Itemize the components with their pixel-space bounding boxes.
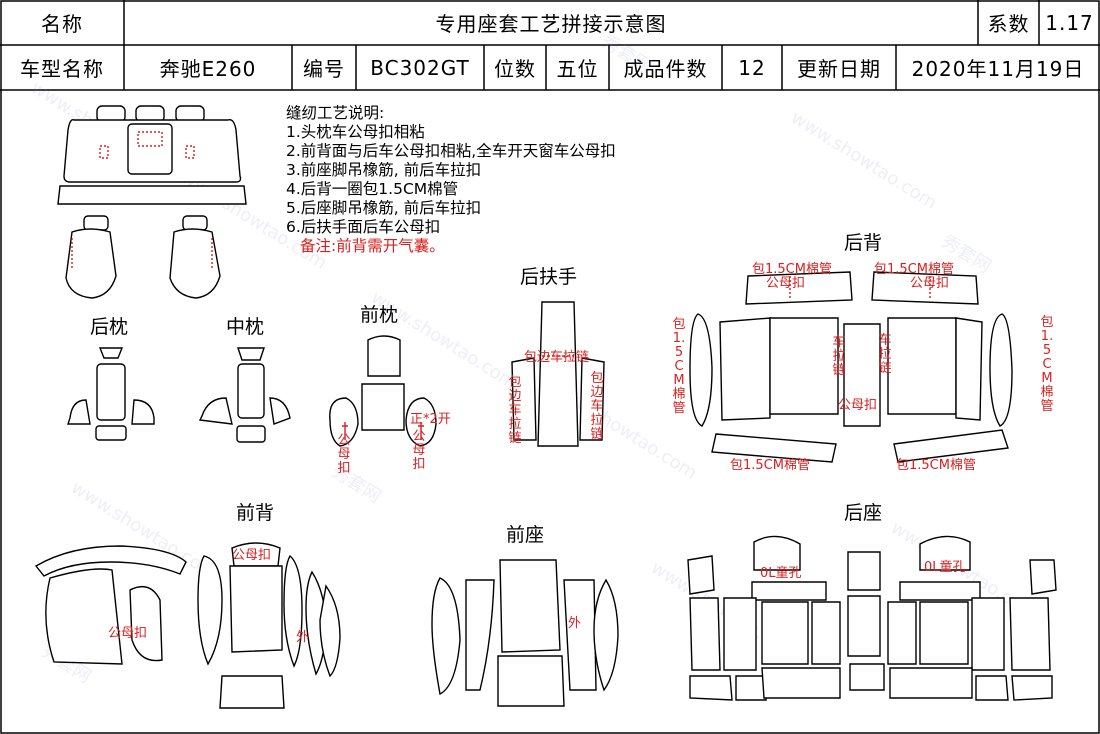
annotation-label: 公母扣 — [766, 276, 806, 291]
annotation-label: 外 — [568, 616, 582, 631]
annotation-label: 包1.5CM棉管 — [874, 262, 954, 277]
code-label: 编号 — [303, 57, 345, 81]
section-rear-seat: 后座 — [844, 502, 883, 524]
note-item: 4.后背一圈包1.5CM棉管 — [286, 180, 459, 198]
front-back-drawing — [34, 542, 341, 709]
annotation-label: 包1.5CM棉管 — [896, 458, 976, 473]
name-label: 名称 — [41, 12, 83, 36]
notes-remark: 备注:前背需开气囊。 — [300, 237, 445, 255]
annotation-label: 0L童孔 — [760, 566, 802, 581]
annotation-label: 公母扣 — [232, 548, 272, 563]
annotation-label: 包1.5CM棉管 — [730, 458, 810, 473]
annotation-label: 0L童孔 — [924, 560, 966, 575]
annotation-label: 包1.5CM棉管 — [1040, 315, 1054, 414]
section-middle-headrest: 中枕 — [226, 316, 265, 338]
annotation-label: 包1.5CM棉管 — [752, 262, 832, 277]
model-value: 奔驰E260 — [159, 57, 257, 81]
coefficient-value: 1.17 — [1045, 10, 1094, 35]
annotation-label: 公母扣 — [910, 276, 950, 291]
model-label: 车型名称 — [20, 57, 104, 81]
annotation-label: 公母扣 — [337, 433, 351, 476]
annotation-label: 公母扣 — [412, 429, 426, 472]
annotation-label: 包边车拉链 — [524, 350, 590, 365]
rear-armrest-drawing — [511, 301, 605, 447]
rear-headrest-drawing — [67, 347, 155, 441]
rear-seat-drawing — [687, 535, 1057, 701]
section-rear-back: 后背 — [844, 232, 883, 254]
pieces-label: 成品件数 — [623, 57, 708, 81]
rear-back-drawing — [689, 271, 1013, 463]
seats-label: 位数 — [494, 57, 536, 81]
note-item: 5.后座脚吊橡筋, 前后车拉扣 — [286, 199, 482, 217]
code-value: BC302GT — [370, 55, 470, 80]
section-rear-headrest: 后枕 — [90, 316, 129, 338]
note-item: 2.前背面与后车公母扣相粘,全车开天窗车公母扣 — [286, 142, 616, 160]
pieces-value: 12 — [738, 55, 766, 80]
note-item: 1.头枕车公母扣相粘 — [286, 123, 425, 141]
coefficient-label: 系数 — [987, 12, 1030, 36]
date-label: 更新日期 — [797, 57, 881, 81]
front-seat-overview-drawing — [65, 215, 221, 299]
sheet-title: 专用座套工艺拼接示意图 — [435, 12, 667, 36]
annotation-label: 正*2开 — [410, 412, 451, 427]
annotation-label: 包边车拉链 — [508, 375, 522, 446]
note-item: 6.后扶手面后车公母扣 — [286, 218, 441, 236]
section-front-back: 前背 — [236, 502, 275, 524]
section-front-seat: 前座 — [506, 524, 545, 546]
seats-value: 五位 — [556, 57, 599, 81]
section-rear-armrest: 后扶手 — [520, 266, 578, 288]
front-seat-drawing — [431, 559, 619, 707]
rear-seat-overview-drawing — [57, 105, 247, 205]
annotation-label: 公母扣 — [838, 398, 878, 413]
annotation-label: 包边车拉链 — [590, 371, 604, 442]
front-headrest-drawing — [329, 335, 437, 447]
annotation-label: 外 — [296, 630, 310, 645]
sewing-notes: 缝纫工艺说明: 1.头枕车公母扣相粘 2.前背面与后车公母扣相粘,全车开天窗车公… — [286, 104, 616, 256]
note-item: 3.前座脚吊橡筋, 前后车拉扣 — [286, 161, 482, 179]
date-value: 2020年11月19日 — [911, 57, 1085, 81]
section-front-headrest: 前枕 — [360, 304, 399, 326]
notes-title: 缝纫工艺说明: — [286, 104, 385, 122]
annotation-label: 车拉链 — [832, 335, 846, 378]
annotation-label: 包1.5CM棉管 — [672, 317, 686, 416]
annotation-label: 车拉链 — [878, 333, 892, 376]
middle-headrest-drawing — [198, 347, 291, 443]
annotation-label: 公母扣 — [108, 626, 148, 641]
